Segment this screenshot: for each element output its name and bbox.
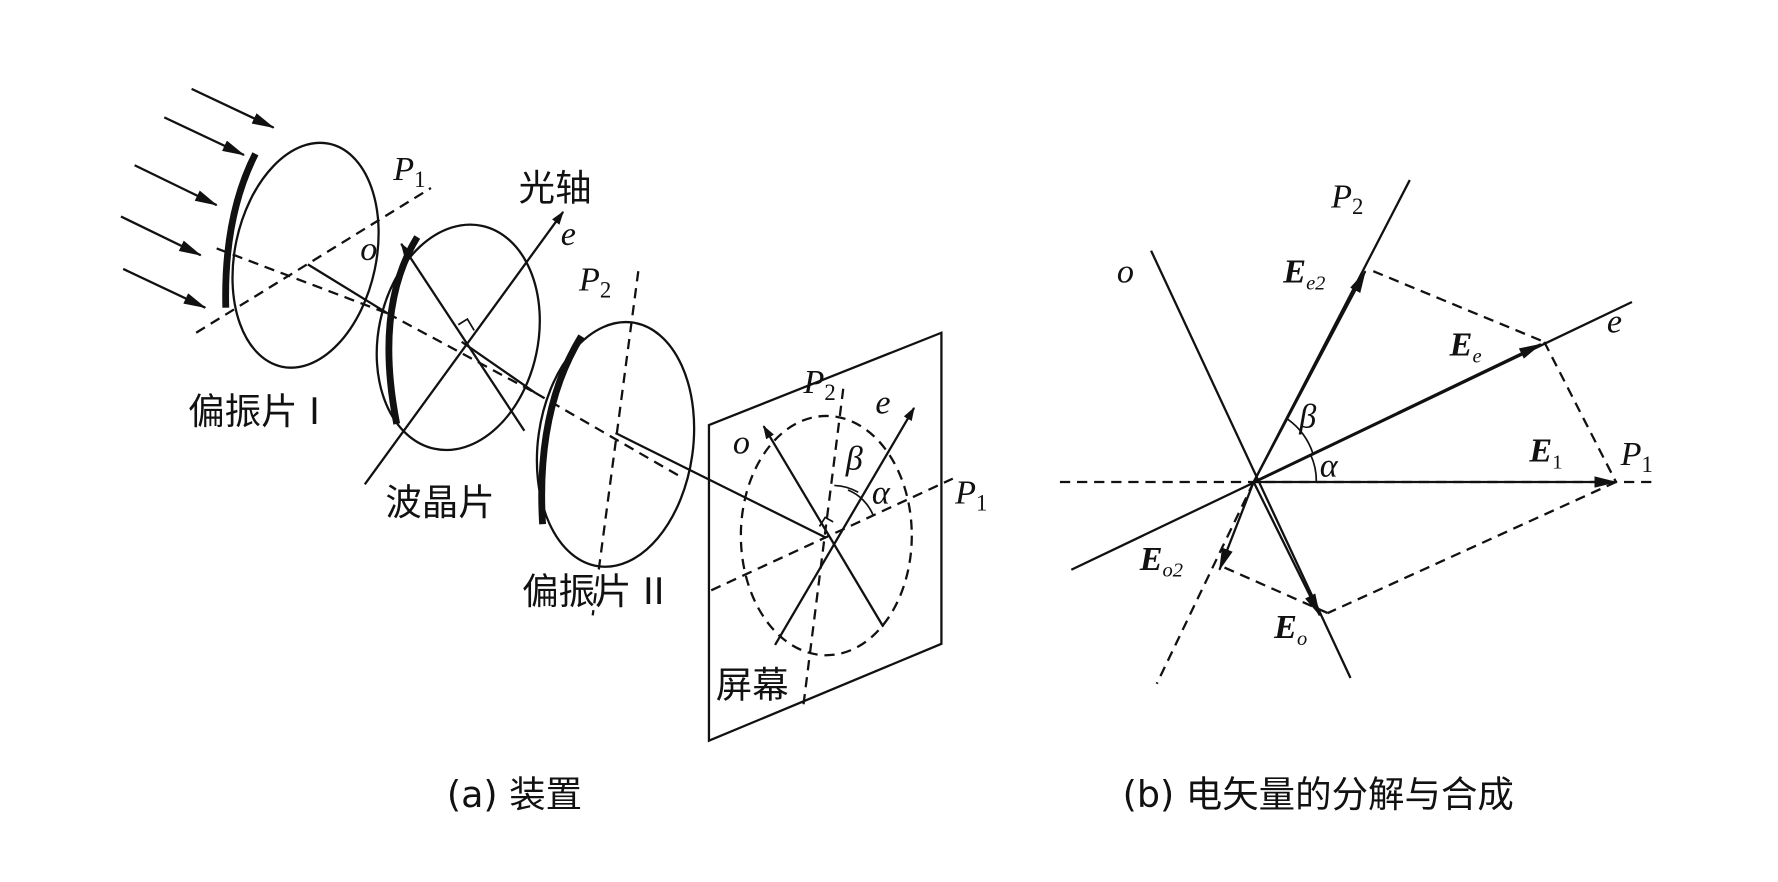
- polarizer-1: [195, 141, 432, 369]
- caption-b: (b) 电矢量的分解与合成: [1123, 773, 1514, 816]
- wave-plate: [363, 211, 565, 485]
- projection-lines: [1221, 270, 1618, 615]
- screen-o-arrow: [762, 425, 885, 628]
- incident-light-arrows: [120, 87, 275, 309]
- screen-p1-axis: [710, 477, 954, 592]
- e-axis-arrow: [363, 211, 565, 485]
- vector-Ee: [1253, 343, 1542, 484]
- o-axis-arrow: [400, 242, 526, 432]
- label-optic-axis: 光轴: [519, 167, 592, 210]
- label-screen-p2: P2: [803, 364, 836, 405]
- label-e: e: [1607, 304, 1622, 341]
- label-e: e: [561, 216, 576, 253]
- beta-arc: [1287, 418, 1314, 454]
- label-alpha: α: [872, 475, 891, 512]
- label-o: o: [360, 231, 377, 268]
- vector-Eo: [1252, 481, 1321, 617]
- right-angle-mark: [457, 317, 475, 331]
- label-Eo: Eo: [1273, 609, 1307, 650]
- label-screen: 屏幕: [716, 663, 789, 706]
- p2-axis: [591, 271, 640, 616]
- label-screen-o: o: [733, 425, 750, 462]
- p1-axis: [195, 187, 432, 334]
- vector-Eo2: [1218, 481, 1255, 571]
- vector-Ee2: [1252, 270, 1367, 483]
- o2-axis: [1155, 481, 1255, 685]
- label-polarizer-2: 偏振片 II: [522, 570, 664, 613]
- label-beta: β: [845, 440, 863, 477]
- label-polarizer-1: 偏振片 I: [188, 390, 320, 433]
- alpha-arc: [847, 489, 874, 516]
- caption-a: (a) 装置: [447, 773, 582, 816]
- polarizer-2: [535, 271, 696, 616]
- beta-arc: [834, 484, 859, 494]
- alpha-arc: [1309, 454, 1318, 483]
- label-p2: P2: [1330, 178, 1363, 219]
- beam-axis: [216, 247, 827, 539]
- label-E1: E1: [1528, 433, 1562, 474]
- screen-e-arrow: [774, 406, 916, 646]
- label-screen-e: e: [875, 385, 890, 422]
- screen: [707, 331, 954, 743]
- label-p2: P2: [578, 262, 611, 303]
- label-alpha: α: [1320, 447, 1339, 484]
- label-p1: P1: [1620, 436, 1653, 477]
- screen-p2-axis: [802, 387, 845, 705]
- panel-a-apparatus: P1 偏振片 I 光轴 e o 波晶片 P2 偏振片 II: [120, 87, 987, 816]
- label-Ee2: Ee2: [1282, 254, 1325, 295]
- label-Eo2: Eo2: [1139, 541, 1183, 582]
- label-o: o: [1117, 254, 1134, 291]
- label-p1: P1: [392, 151, 425, 192]
- label-beta: β: [1298, 398, 1316, 435]
- panel-b-vector-decomposition: P2 o e Ee2 Ee E1 P1 β α Eo2 Eo (b) 电矢量的分…: [1059, 178, 1659, 816]
- label-screen-p1: P1: [954, 475, 987, 516]
- label-Ee: Ee: [1449, 327, 1482, 368]
- label-waveplate: 波晶片: [385, 481, 494, 524]
